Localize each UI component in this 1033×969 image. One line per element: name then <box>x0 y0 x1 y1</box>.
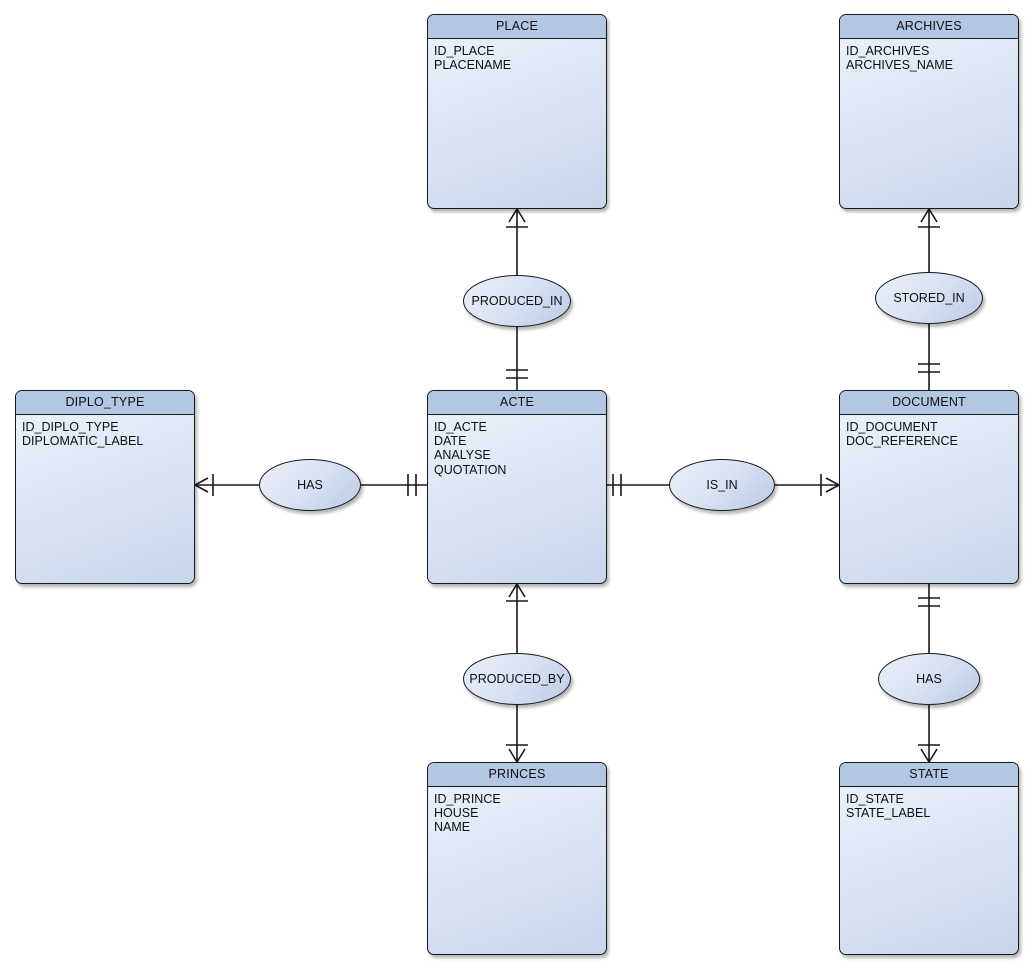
entity-attribute-list: ID_DOCUMENT DOC_REFERENCE <box>840 415 1018 448</box>
attribute: ANALYSE <box>434 448 491 463</box>
attribute: QUOTATION <box>434 462 507 477</box>
attribute: DATE <box>434 434 467 449</box>
entity-state[interactable]: STATE ID_STATE STATE_LABEL <box>839 762 1019 955</box>
crowfoot-place-produced_in <box>508 208 526 223</box>
relationship-has-state[interactable]: HAS <box>878 653 980 705</box>
entity-document[interactable]: DOCUMENT ID_DOCUMENT DOC_REFERENCE <box>839 390 1019 584</box>
entity-princes[interactable]: PRINCES ID_PRINCE HOUSE NAME <box>427 762 607 955</box>
entity-diplo-type[interactable]: DIPLO_TYPE ID_DIPLO_TYPE DIPLOMATIC_LABE… <box>15 390 195 584</box>
entity-title: ARCHIVES <box>840 15 1018 39</box>
entity-title: ACTE <box>428 391 606 415</box>
crowfoot-state-has <box>920 748 938 763</box>
entity-archives[interactable]: ARCHIVES ID_ARCHIVES ARCHIVES_NAME <box>839 14 1019 209</box>
attribute: ID_PLACE <box>434 44 495 58</box>
entity-title: DIPLO_TYPE <box>16 391 194 415</box>
entity-attribute-list: ID_ARCHIVES ARCHIVES_NAME <box>840 39 1018 72</box>
attribute: DOC_REFERENCE <box>846 434 958 449</box>
relationship-produced-in[interactable]: PRODUCED_IN <box>463 275 571 327</box>
attribute: ARCHIVES_NAME <box>846 58 953 73</box>
entity-title: PRINCES <box>428 763 606 787</box>
relationship-produced-by[interactable]: PRODUCED_BY <box>463 653 571 705</box>
entity-place[interactable]: PLACE ID_PLACE PLACENAME <box>427 14 607 209</box>
attribute: ID_DIPLO_TYPE <box>22 420 119 434</box>
entity-attribute-list: ID_ACTE DATE ANALYSE QUOTATION <box>428 415 606 477</box>
crowfoot-document-is_in <box>825 477 840 493</box>
entity-title: STATE <box>840 763 1018 787</box>
attribute: ID_DOCUMENT <box>846 420 938 434</box>
entity-title: DOCUMENT <box>840 391 1018 415</box>
crowfoot-diplo_type-has <box>194 477 209 493</box>
entity-attribute-list: ID_DIPLO_TYPE DIPLOMATIC_LABEL <box>16 415 194 448</box>
attribute: ID_STATE <box>846 792 904 806</box>
entity-attribute-list: ID_PRINCE HOUSE NAME <box>428 787 606 835</box>
relationship-stored-in[interactable]: STORED_IN <box>875 272 983 324</box>
crowfoot-archives-stored_in <box>920 208 938 223</box>
crowfoot-acte-produced_by <box>508 583 526 598</box>
crowfoot-princes-produced_by <box>508 748 526 763</box>
entity-attribute-list: ID_STATE STATE_LABEL <box>840 787 1018 820</box>
entity-acte[interactable]: ACTE ID_ACTE DATE ANALYSE QUOTATION <box>427 390 607 584</box>
attribute: DIPLOMATIC_LABEL <box>22 434 144 449</box>
entity-title: PLACE <box>428 15 606 39</box>
attribute: PLACENAME <box>434 58 512 73</box>
attribute: NAME <box>434 820 471 835</box>
attribute: HOUSE <box>434 806 479 821</box>
attribute: ID_PRINCE <box>434 792 501 806</box>
attribute: STATE_LABEL <box>846 806 931 821</box>
entity-attribute-list: ID_PLACE PLACENAME <box>428 39 606 72</box>
relationship-is-in[interactable]: IS_IN <box>669 459 775 511</box>
attribute: ID_ARCHIVES <box>846 44 930 58</box>
attribute: ID_ACTE <box>434 420 487 434</box>
relationship-has-diplo-type[interactable]: HAS <box>259 459 361 511</box>
